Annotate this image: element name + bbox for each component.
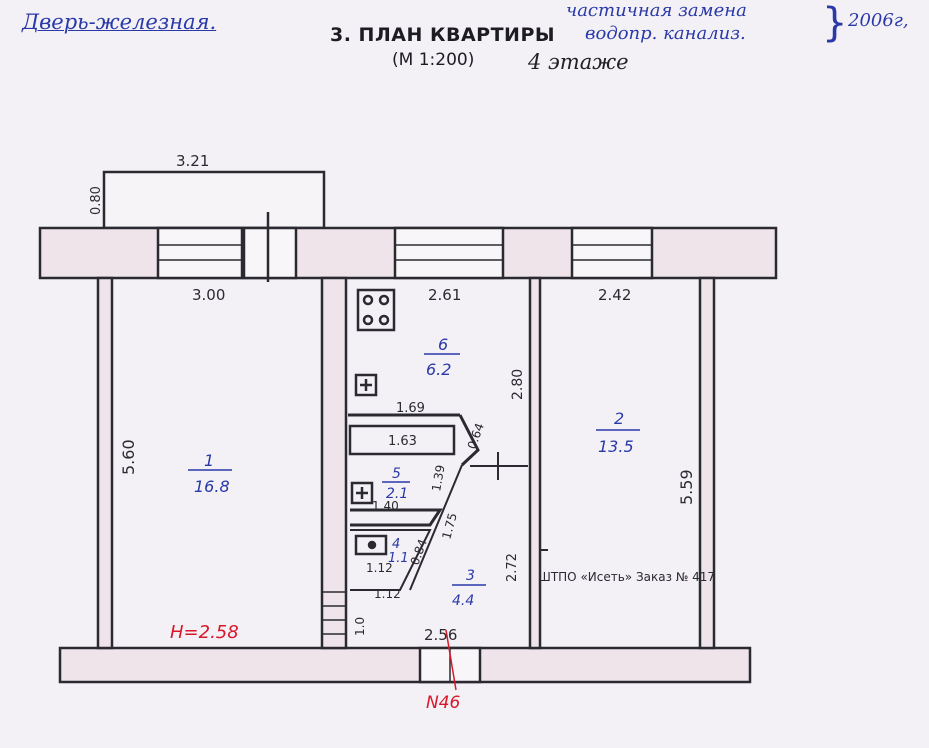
dim-kitchen-width: 2.61 (428, 286, 461, 304)
stove (356, 288, 396, 332)
dim-bath: 1.63 (388, 434, 417, 449)
door-note: Дверь-железная. (22, 10, 217, 34)
toilet (354, 534, 388, 556)
replacement-note-line1: частичная замена (566, 0, 747, 21)
window-room1 (156, 226, 244, 280)
dim-diag-a: 0.64 (465, 421, 487, 451)
dim-room2-length: 5.59 (677, 469, 696, 505)
dim-room1-length: 5.60 (119, 439, 138, 475)
room4-number: 4 (392, 537, 400, 552)
dim-room1-width: 3.00 (192, 286, 225, 304)
bath-sink (350, 481, 374, 505)
dim-diag-c: 1.75 (439, 511, 459, 540)
wall-left (96, 276, 114, 650)
dim-toilet-a: 1.12 (366, 561, 393, 575)
entry-steps (322, 591, 346, 635)
dim-room2-width: 2.42 (598, 286, 631, 304)
dim-door-gap: 1.0 (353, 617, 367, 636)
balcony (102, 170, 326, 230)
room1-number: 1 (204, 451, 214, 470)
dim-balcony-width: 3.21 (176, 152, 209, 170)
entrance-label: N46 (426, 693, 461, 713)
dim-balcony-depth: 0.80 (89, 186, 104, 215)
ceiling-height: H=2.58 (170, 622, 239, 643)
bathtub (348, 424, 456, 456)
room1-area: 16.8 (194, 477, 230, 496)
wall-room2-left (528, 276, 542, 650)
dim-toilet-b: 1.12 (374, 587, 401, 601)
room5-area: 2.1 (386, 486, 408, 502)
bureau-stamp: ШТПО «Исеть» Заказ № 417 (538, 570, 715, 584)
wall-room1-right (320, 276, 348, 650)
window-kitchen (393, 226, 505, 280)
room6-number: 6 (438, 335, 448, 354)
room3-number: 3 (466, 568, 475, 584)
replacement-year: 2006г, (848, 10, 909, 31)
window-room2 (570, 226, 654, 280)
room5-number: 5 (392, 466, 401, 482)
plan-scale: (М 1:200) (392, 50, 475, 70)
dim-corridor: 1.69 (396, 401, 425, 416)
dim-wc: 1.40 (372, 499, 399, 513)
dim-kitchen-length: 2.80 (510, 369, 526, 400)
floor-note: 4 этаже (528, 50, 629, 74)
kitchen-sink (354, 373, 378, 397)
room3-area: 4.4 (452, 593, 474, 609)
balcony-door (242, 212, 298, 282)
room4-area: 1.1 (388, 551, 409, 566)
room2-number: 2 (614, 409, 624, 428)
replacement-note-line2: водопр. канализ. (585, 23, 746, 44)
replacement-brace: } (822, 0, 848, 46)
dim-hall-width: 2.56 (424, 626, 457, 644)
dim-hall-length: 2.72 (505, 553, 520, 582)
plan-title: 3. ПЛАН КВАРТИРЫ (330, 24, 556, 46)
room2-area: 13.5 (598, 437, 634, 456)
dim-diag-b: 1.39 (429, 464, 447, 493)
wall-right (698, 276, 716, 650)
room6-area: 6.2 (426, 360, 451, 379)
exterior-wall-bottom (58, 646, 752, 684)
